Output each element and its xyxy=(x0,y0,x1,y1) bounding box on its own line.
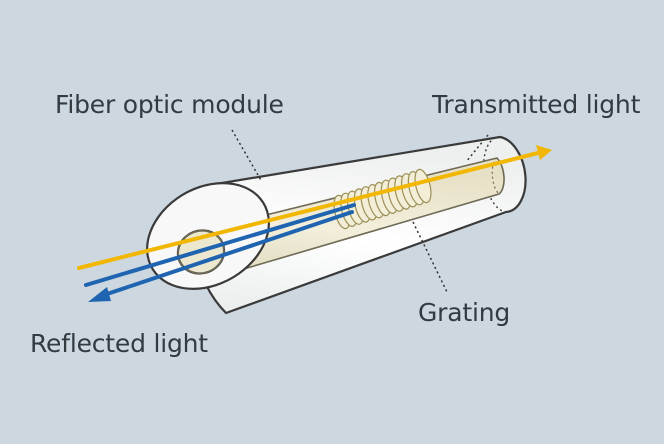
reflected-light-beam-lower xyxy=(102,210,354,297)
reflected-light-beam-upper xyxy=(84,203,356,287)
arrow-left-icon xyxy=(88,287,111,302)
transmitted-light-label: Transmitted light xyxy=(432,90,641,119)
fiber-optic-module-label: Fiber optic module xyxy=(55,90,284,119)
grating-ring xyxy=(414,168,432,204)
transmitted-light-beam xyxy=(77,151,540,270)
reflected-light-label: Reflected light xyxy=(30,329,208,358)
tube-far-end-hidden xyxy=(482,136,507,213)
fiber-module-leader xyxy=(231,129,263,183)
transmitted-leader xyxy=(465,134,489,163)
grating-label: Grating xyxy=(418,298,511,327)
arrow-right-icon xyxy=(536,145,552,160)
